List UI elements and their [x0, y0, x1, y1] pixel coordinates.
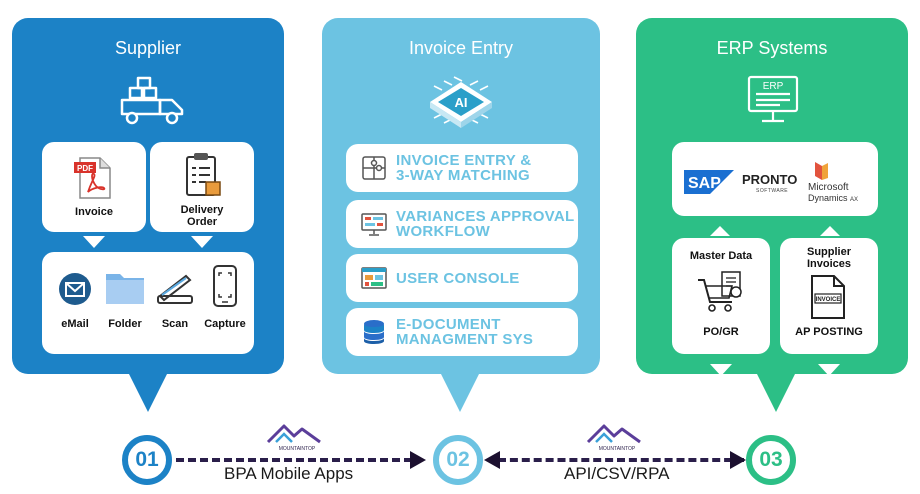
supplier-invoices-title-2: Invoices — [806, 258, 852, 270]
supplier-invoices-title-1: Supplier — [806, 246, 851, 258]
master-data-card: Master Data PO/GR — [672, 238, 770, 354]
delivery-label-1: Delivery — [180, 204, 224, 216]
dynamics-word: Dynamics — [808, 193, 848, 203]
master-up-arrow — [710, 226, 730, 236]
invoice-entry-matching-item: INVOICE ENTRY &3-WAY MATCHING — [346, 144, 578, 192]
step-03-circle: 03 — [746, 435, 796, 485]
erp-panel: ERP Systems ERP SAP PRONTO SOFTWARE Micr… — [636, 18, 908, 376]
item-3-line1: USER CONSOLE — [396, 270, 520, 287]
invoice-down-arrow — [83, 236, 105, 248]
master-data-title: Master Data — [689, 250, 753, 262]
mountaintop-text-2: MOUNTAINTOP — [599, 446, 636, 452]
erp-monitor-label: ERP — [763, 81, 784, 92]
invoice-card: PDF Invoice — [42, 142, 146, 232]
workflow-monitor-icon — [361, 213, 387, 236]
step-01-circle: 01 — [122, 435, 172, 485]
flow-dash-1 — [176, 458, 412, 462]
step-02-circle: 02 — [433, 435, 483, 485]
channel-email-label: eMail — [61, 318, 89, 330]
erp-monitor-icon: ERP — [747, 75, 799, 123]
cart-document-icon — [698, 271, 742, 312]
microsoft-text: Microsoft — [808, 182, 849, 193]
invoice-entry-panel: Invoice Entry AI INVOICE ENTRY &3-WAY MA… — [322, 18, 600, 374]
pronto-logo-text: PRONTO — [742, 172, 798, 187]
pdf-tag: PDF — [77, 164, 93, 173]
ai-chip-icon: AI — [430, 76, 492, 128]
delivery-label-2: Order — [187, 216, 217, 228]
erp-logos-card: SAP PRONTO SOFTWARE Microsoft Dynamics A… — [672, 142, 878, 216]
supplier-invoices-card: Supplier Invoices INVOICE AP POSTING — [780, 238, 878, 354]
invoices-up-arrow — [820, 226, 840, 236]
supplier-invoices-caption: AP POSTING — [795, 326, 863, 338]
dynamics-ax: AX — [850, 197, 859, 203]
erp-panel-pointer — [756, 372, 796, 412]
flow-arrow-from-02 — [484, 451, 500, 469]
microsoft-dynamics-icon — [815, 162, 828, 180]
channels-card: eMail Folder Scan Capture — [42, 252, 254, 354]
ai-chip-label: AI — [455, 95, 468, 110]
invoice-entry-title: Invoice Entry — [408, 38, 514, 58]
channel-folder-label: Folder — [108, 318, 142, 330]
capture-phone-icon — [213, 265, 237, 307]
sap-logo: SAP — [684, 170, 734, 194]
mountaintop-logo-2: MOUNTAINTOP — [586, 424, 641, 452]
master-data-caption: PO/GR — [703, 326, 739, 338]
invoices-down-arrow — [818, 364, 840, 376]
invoice-label: Invoice — [75, 206, 113, 218]
item-1-line2: 3-WAY MATCHING — [396, 167, 530, 184]
pronto-sub-text: SOFTWARE — [756, 188, 789, 194]
scanner-icon — [157, 274, 193, 304]
item-2-line1: VARIANCES APPROVAL — [396, 208, 575, 225]
email-icon — [59, 273, 91, 305]
connector-label-api: API/CSV/RPA — [564, 464, 670, 483]
item-4-line1: E-DOCUMENT — [396, 316, 501, 333]
supplier-panel-pointer — [128, 372, 168, 412]
channel-capture-label: Capture — [204, 318, 246, 330]
invoice-entry-panel-pointer — [440, 372, 480, 412]
flow-dash-2 — [498, 458, 744, 462]
dynamics-text: Dynamics AX — [808, 193, 858, 203]
delivery-truck-icon — [120, 76, 184, 125]
user-console-item: USER CONSOLE — [346, 254, 578, 302]
database-icon — [364, 320, 384, 344]
delivery-down-arrow — [191, 236, 213, 248]
invoice-document-icon: INVOICE — [811, 275, 845, 319]
erp-title: ERP Systems — [716, 38, 828, 58]
connector-label-bpa: BPA Mobile Apps — [224, 464, 354, 483]
clipboard-icon — [186, 153, 221, 196]
flow-arrow-to-02 — [410, 451, 426, 469]
dashboard-icon — [361, 267, 387, 289]
supplier-panel: Supplier PDF Invoice Delivery Order — [12, 18, 284, 374]
item-4-line2: MANAGMENT SYS — [396, 331, 534, 348]
invoice-doc-label: INVOICE — [816, 297, 841, 303]
master-down-arrow — [710, 364, 732, 376]
mountaintop-logo-1: MOUNTAINTOP — [266, 424, 321, 452]
delivery-order-card: Delivery Order — [150, 142, 254, 232]
pdf-file-icon: PDF — [74, 157, 111, 199]
supplier-title: Supplier — [114, 38, 182, 58]
channel-scan-label: Scan — [161, 318, 189, 330]
item-1-line1: INVOICE ENTRY & — [396, 152, 532, 169]
folder-icon — [106, 274, 144, 304]
mountaintop-text-1: MOUNTAINTOP — [279, 446, 316, 452]
puzzle-icon — [362, 156, 386, 180]
flow-arrow-to-03 — [730, 451, 746, 469]
sap-text: SAP — [688, 175, 721, 192]
item-2-line2: WORKFLOW — [396, 223, 491, 240]
